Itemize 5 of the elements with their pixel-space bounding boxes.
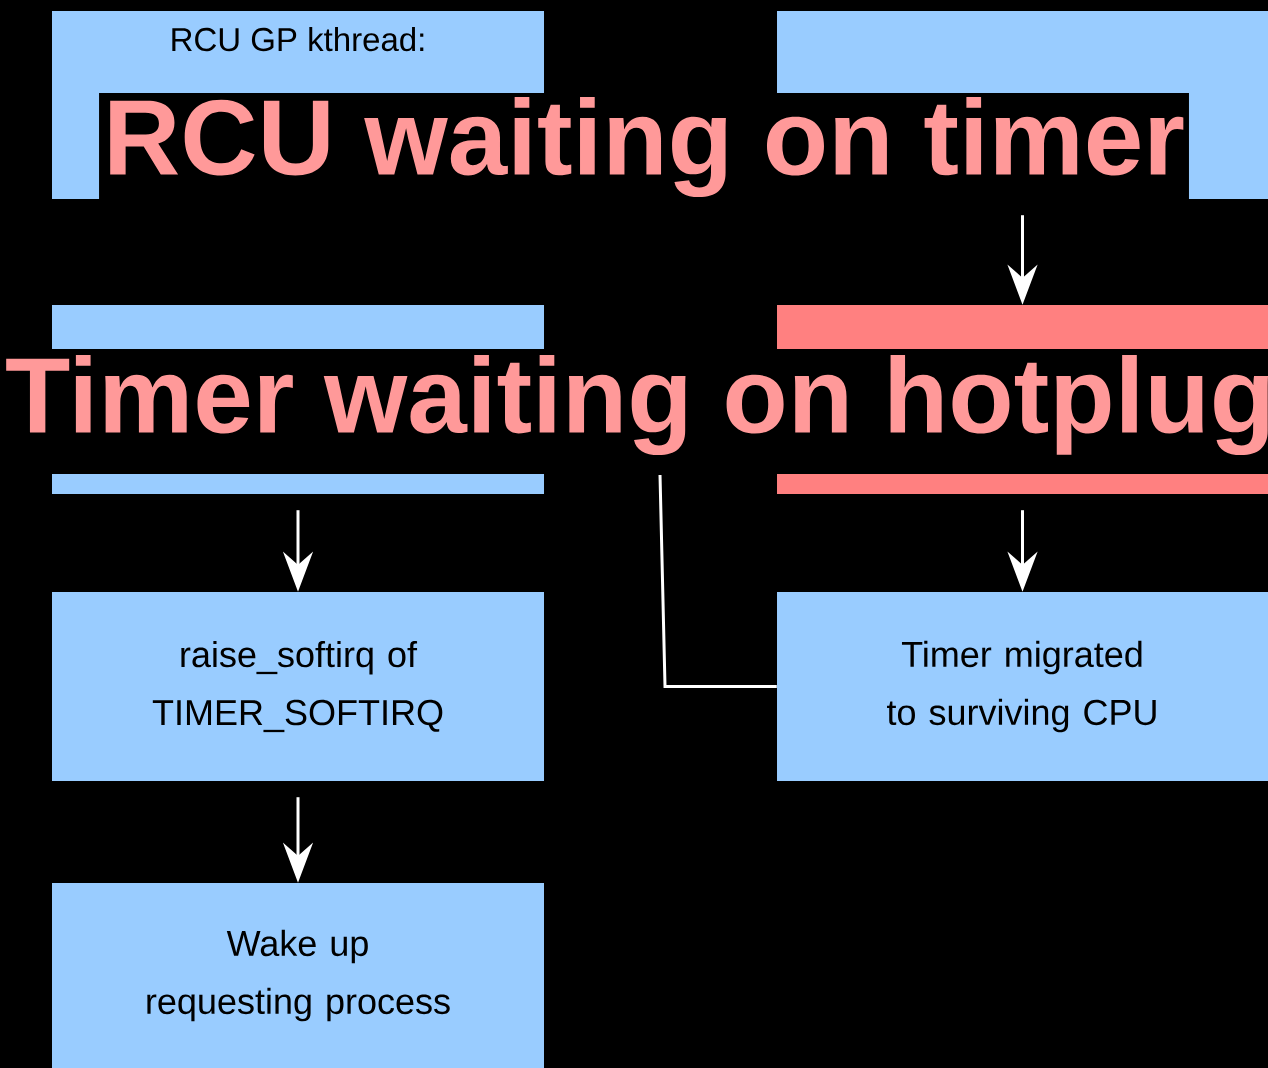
process-box: raise_softirq of TIMER_SOFTIRQ (52, 592, 544, 781)
process-box: Wake up requesting process (52, 883, 544, 1068)
process-box: Timer migrated to surviving CPU (777, 592, 1268, 781)
banner-text: Timer waiting on hotplug (6, 354, 1268, 456)
banner-text: RCU waiting on timer (99, 92, 1189, 202)
